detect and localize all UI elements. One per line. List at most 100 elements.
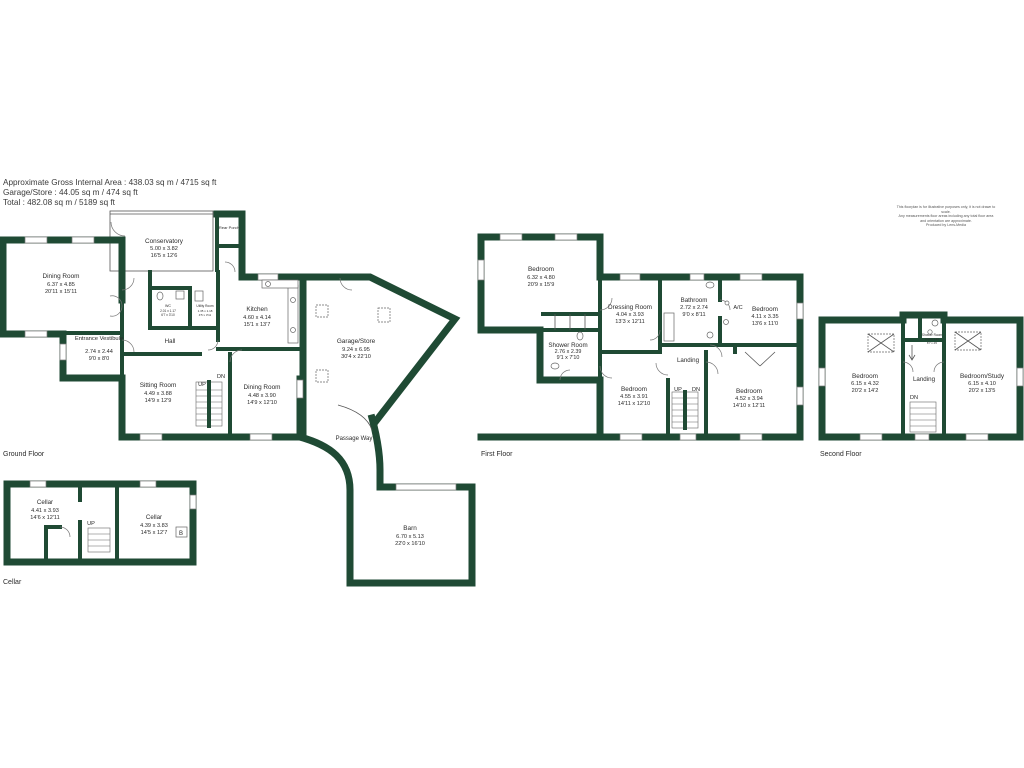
room-size-imperial: 6'7 x 4'0 <box>927 341 938 345</box>
room-name: Cellar <box>37 499 53 506</box>
room-size-metric: 6.37 x 4.85 <box>47 282 75 288</box>
room-size-imperial: 14'10 x 12'11 <box>733 403 766 409</box>
room-size-imperial: 22'0 x 16'10 <box>395 541 425 547</box>
room-size-metric: 4.60 x 4.14 <box>243 315 271 321</box>
disclaimer-line: This floorplan is for illustrative purpo… <box>896 205 996 214</box>
room-size-metric: 4.41 x 3.93 <box>31 508 59 514</box>
room-size-imperial: 16'5 x 12'6 <box>151 253 178 259</box>
room-name: A/C <box>733 305 742 311</box>
room-name: Passage Way <box>336 436 373 442</box>
room-name: Utility Room <box>196 304 214 308</box>
room-name: Shower Room <box>548 342 587 349</box>
room-size-metric: 6.15 x 4.32 <box>851 381 879 387</box>
room-size-imperial: 4'5 x 3'11 <box>199 313 212 317</box>
room-name: Rear Porch <box>219 225 239 230</box>
room-size-metric: 5.00 x 3.82 <box>150 246 178 252</box>
room-size-metric: 4.52 x 3.94 <box>735 396 763 402</box>
first-floor: Bedroom 6.32 x 4.80 20'9 x 15'9 Dressing… <box>477 233 804 458</box>
cellar-floor: Cellar 4.41 x 3.93 14'6 x 12'11 Cellar 4… <box>3 480 197 586</box>
ground-outer-wall <box>0 236 307 441</box>
passage-wall-left <box>295 432 354 587</box>
room-name: Dressing Room <box>608 304 652 311</box>
stair-up-label: UP <box>674 387 682 393</box>
room-size-imperial: 20'9 x 15'9 <box>528 282 555 288</box>
room-size-imperial: 14'9 x 12'10 <box>247 400 277 406</box>
ground-floor <box>0 210 476 587</box>
area-line-gross: Approximate Gross Internal Area : 438.03… <box>3 178 217 187</box>
room-name: Kitchen <box>246 306 268 313</box>
ground-stairs <box>195 380 223 428</box>
room-size-imperial: 13'6 x 11'0 <box>752 321 778 327</box>
room-name: WC <box>165 304 171 308</box>
room-size-metric: 2.74 x 2.44 <box>85 349 113 355</box>
area-line-total: Total : 482.08 sq m / 5189 sq ft <box>3 198 115 207</box>
cellar-outer-wall <box>3 480 197 566</box>
room-name: Garage/Store <box>337 338 376 345</box>
room-name: Shower Room <box>922 333 943 337</box>
room-name: Barn <box>403 525 417 532</box>
second-floor: Bedroom 6.15 x 4.32 20'2 x 14'2 Bedroom/… <box>818 311 1024 458</box>
room-size-imperial: 13'3 x 12'11 <box>615 319 644 325</box>
room-size-metric: 4.04 x 3.93 <box>616 312 644 318</box>
stair-up-label: UP <box>198 382 206 388</box>
floor-label-first: First Floor <box>481 451 513 458</box>
room-size-imperial: 9'1 x 7'10 <box>557 355 580 361</box>
area-summary: Approximate Gross Internal Area : 438.03… <box>3 178 216 208</box>
room-name: Bedroom <box>528 266 554 273</box>
stair-down-label: DN <box>910 395 918 401</box>
room-size-imperial: 20'2 x 14'2 <box>852 388 879 394</box>
room-name: Bathroom <box>681 297 708 304</box>
room-size-imperial: 20'11 x 15'11 <box>45 289 77 295</box>
disclaimer: This floorplan is for illustrative purpo… <box>896 205 996 228</box>
room-size-metric: 1.35 x 1.18 <box>198 309 213 313</box>
room-size-imperial: 9'0 x 8'0 <box>89 356 110 362</box>
disclaimer-line: Produced by Lens-Media <box>926 223 966 228</box>
room-name: Bedroom <box>621 386 647 393</box>
room-name: Entrance Vestibule <box>75 336 123 342</box>
room-name: Dining Room <box>244 384 281 391</box>
room-size-metric: 6.32 x 4.80 <box>527 275 555 281</box>
boiler-label: B <box>179 531 183 537</box>
room-name: Cellar <box>146 514 162 521</box>
area-line-garage: Garage/Store : 44.05 sq m / 474 sq ft <box>3 188 138 197</box>
room-size-metric: 4.11 x 3.35 <box>751 314 778 320</box>
garage-wall <box>299 273 461 426</box>
room-size-metric: 6.70 x 5.13 <box>396 534 424 540</box>
floor-label-cellar: Cellar <box>3 579 22 586</box>
rear-porch-wall <box>213 210 246 277</box>
room-name: Bedroom <box>736 388 762 395</box>
stair-down-label: DN <box>217 374 225 380</box>
room-size-imperial: 14'9 x 12'9 <box>145 398 172 404</box>
room-size-metric: 2.76 x 2.39 <box>555 349 582 355</box>
room-name: Hall <box>165 338 176 345</box>
room-name: Bedroom <box>752 306 778 313</box>
room-size-imperial: 14'6 x 12'11 <box>30 515 59 521</box>
room-size-metric: 4.49 x 3.88 <box>144 391 172 397</box>
room-size-imperial: 14'11 x 12'10 <box>618 401 651 407</box>
room-name: Bedroom/Study <box>960 373 1005 380</box>
passage-wall-right <box>367 413 384 487</box>
ground-labels: Conservatory 5.00 x 3.82 16'5 x 12'6 Rea… <box>3 225 425 547</box>
floor-label-ground: Ground Floor <box>3 451 45 458</box>
room-size-metric: 2.01 x 1.17 <box>160 309 176 313</box>
room-size-metric: 6.15 x 4.10 <box>968 381 996 387</box>
room-size-metric: 2.00 x 1.22 <box>925 337 939 341</box>
room-size-imperial: 30'4 x 22'10 <box>341 354 371 360</box>
room-name: Dining Room <box>43 273 80 280</box>
room-name: Bedroom <box>852 373 878 380</box>
room-size-imperial: 6'7 x 3'10 <box>161 313 175 317</box>
room-size-imperial: 9'0 x 8'11 <box>682 312 705 318</box>
room-size-metric: 9.24 x 6.95 <box>342 347 370 353</box>
room-size-metric: 4.48 x 3.90 <box>248 393 276 399</box>
room-size-metric: 4.55 x 3.91 <box>620 394 648 400</box>
floor-label-second: Second Floor <box>820 451 862 458</box>
disclaimer-line: Any measurements floor areas including a… <box>898 214 994 219</box>
room-size-imperial: 14'5 x 12'7 <box>141 530 168 536</box>
room-size-imperial: 20'2 x 13'5 <box>969 388 996 394</box>
disclaimer-line: and orientation are approximate. <box>920 218 972 223</box>
stair-down-label: DN <box>692 387 700 393</box>
room-size-imperial: 15'1 x 13'7 <box>244 322 271 328</box>
room-name: Sitting Room <box>140 382 177 389</box>
room-name: Landing <box>913 376 936 383</box>
